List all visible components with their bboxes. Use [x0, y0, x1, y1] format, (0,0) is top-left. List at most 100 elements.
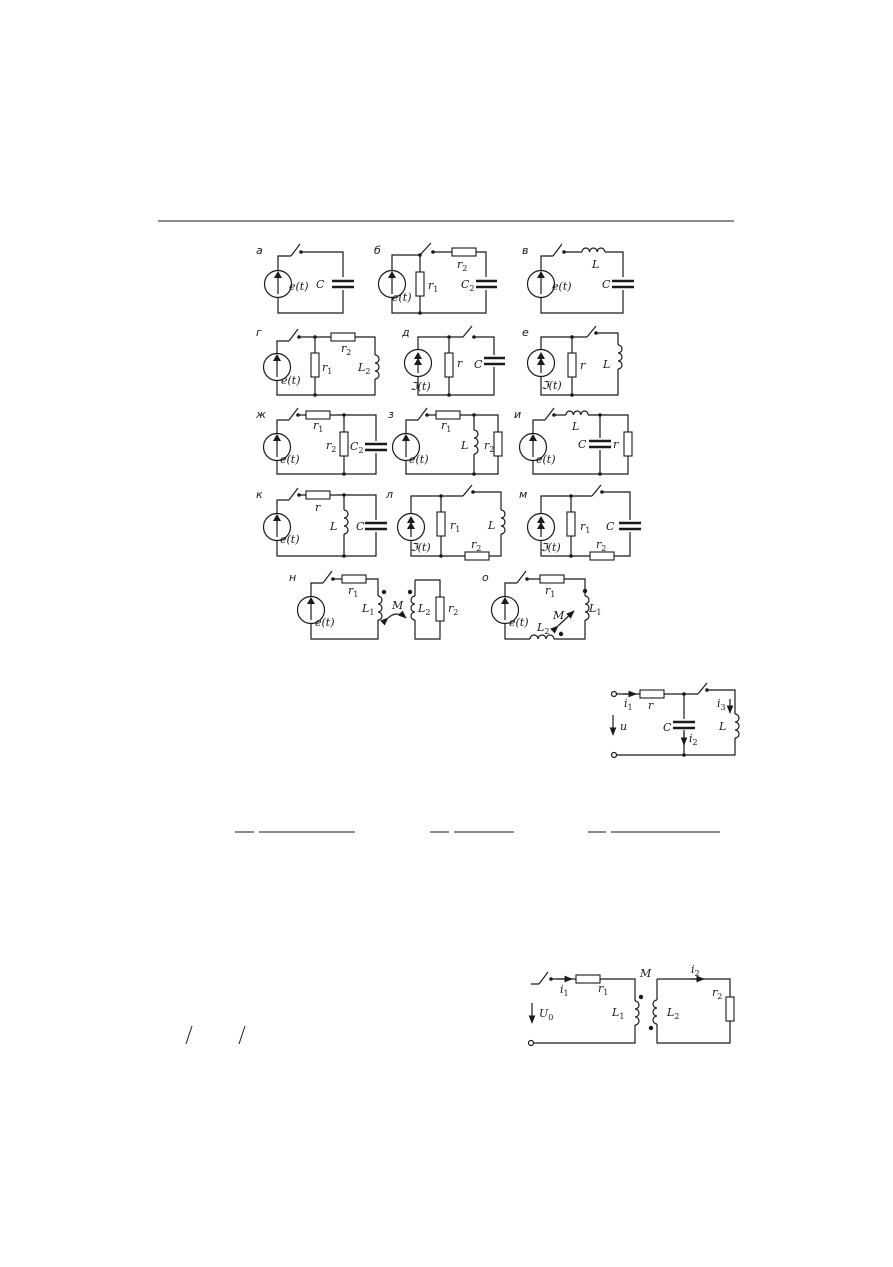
svg-text:i1: i1: [624, 697, 633, 712]
resistor-r2: [464, 551, 490, 561]
circuit-a-tag: а: [256, 244, 263, 257]
svg-text:C2: C2: [461, 278, 475, 293]
resistor-r2: [339, 431, 349, 457]
inductor-l2: [410, 595, 416, 621]
svg-text:u: u: [620, 720, 627, 733]
input-terminal: [610, 690, 618, 698]
svg-text:i2: i2: [691, 963, 700, 978]
svg-text:L1: L1: [361, 602, 374, 617]
circuit-i: и e(t) L C r: [514, 407, 633, 476]
svg-text:L: L: [591, 258, 599, 271]
svg-text:г: г: [256, 326, 262, 339]
svg-text:L2: L2: [417, 602, 430, 617]
svg-text:L: L: [329, 520, 337, 533]
inductor-l1: [634, 1000, 640, 1026]
svg-text:ℑ(t): ℑ(t): [410, 541, 431, 554]
svg-text:r1: r1: [313, 419, 323, 434]
svg-text:L2: L2: [666, 1006, 679, 1021]
svg-text:M: M: [552, 609, 565, 622]
svg-text:C: C: [356, 520, 365, 533]
current-source: [403, 348, 433, 378]
resistor-r1: [436, 511, 446, 537]
circuit-o: о e(t) r1 L1 M L2: [482, 570, 601, 640]
resistor-r: [623, 431, 633, 457]
switch: [290, 243, 301, 257]
voltage-source: [377, 269, 407, 299]
svg-text:C: C: [578, 438, 587, 451]
circuit-b-tag: б: [374, 244, 381, 257]
svg-text:r: r: [457, 357, 463, 370]
svg-text:r1: r1: [322, 361, 332, 376]
input-terminal: [610, 751, 618, 759]
voltage-source: [296, 595, 326, 625]
circuit-v: в e(t) L C: [522, 243, 634, 314]
resistor-r2: [589, 551, 615, 561]
svg-text:r: r: [648, 699, 654, 712]
svg-text:e(t): e(t): [281, 374, 301, 387]
svg-text:и: и: [514, 408, 521, 421]
svg-text:e(t): e(t): [536, 453, 556, 466]
inductor: [617, 344, 623, 370]
circuit-n: н e(t) r1 L1 M L2 r2: [289, 570, 458, 640]
svg-text:i2: i2: [689, 732, 698, 747]
resistor-r: [444, 352, 454, 378]
svg-text:C: C: [663, 721, 672, 734]
resistor-r2: [451, 247, 477, 257]
source-label: e(t): [392, 291, 412, 304]
resistor-r2: [493, 431, 503, 457]
circuit-m: м ℑ(t) r1 C r2: [519, 484, 641, 561]
svg-text:ℑ(t): ℑ(t): [410, 380, 431, 393]
svg-text:r2: r2: [448, 602, 458, 617]
svg-text:r2: r2: [471, 538, 481, 553]
voltage-source: [262, 352, 292, 382]
svg-text:L: L: [571, 420, 579, 433]
svg-text:r2: r2: [341, 342, 351, 357]
svg-text:L1: L1: [611, 1006, 624, 1021]
circuit-e: е ℑ(t) r L: [522, 325, 623, 397]
voltage-source: [262, 512, 292, 542]
svg-text:з: з: [388, 408, 394, 421]
svg-text:ℑ(t): ℑ(t): [540, 541, 561, 554]
circuit-d: д ℑ(t) r C: [401, 325, 505, 397]
mutual-inductance-arrow: [380, 610, 407, 626]
current-source: [526, 348, 556, 378]
voltage-source: [262, 432, 292, 462]
capacitor-label: C: [316, 278, 325, 291]
svg-text:L1: L1: [588, 602, 601, 617]
svg-text:M: M: [639, 967, 652, 980]
svg-text:r1: r1: [545, 584, 555, 599]
svg-text:C: C: [606, 520, 615, 533]
inductor: [734, 713, 740, 739]
svg-text:i1: i1: [560, 983, 569, 998]
svg-text:r2: r2: [712, 986, 722, 1001]
circuit-rcl: i1 r u C i2 i3 L: [609, 682, 740, 759]
svg-text:M: M: [391, 599, 404, 612]
svg-text:C: C: [602, 278, 611, 291]
svg-text:L2: L2: [536, 621, 549, 636]
svg-text:r1: r1: [428, 279, 438, 294]
resistor-r: [305, 490, 331, 500]
inductor-l1: [377, 595, 383, 621]
svg-text:r1: r1: [441, 419, 451, 434]
svg-text:C2: C2: [350, 440, 364, 455]
switch: [538, 971, 549, 985]
switch: [419, 242, 432, 256]
inductor: [343, 509, 349, 535]
svg-text:н: н: [289, 571, 296, 584]
inductor-l2: [374, 354, 380, 380]
resistor-r2: [330, 332, 356, 342]
svg-text:д: д: [401, 326, 410, 339]
current-source: [526, 512, 556, 542]
inductor: [581, 247, 606, 253]
svg-text:ℑ(t): ℑ(t): [541, 379, 562, 392]
circuit-zh: ж e(t) r1 r2 C2: [255, 407, 387, 476]
svg-text:e(t): e(t): [280, 533, 300, 546]
svg-text:L: L: [460, 439, 468, 452]
resistor-r1: [539, 574, 565, 584]
resistor-r1: [435, 410, 461, 420]
circuit-g: г e(t) r1 r2 L2: [256, 326, 380, 397]
formula-rules: [185, 831, 720, 1045]
circuit-l: л ℑ(t) r1 L r2: [385, 484, 506, 561]
svg-text:м: м: [519, 488, 527, 501]
